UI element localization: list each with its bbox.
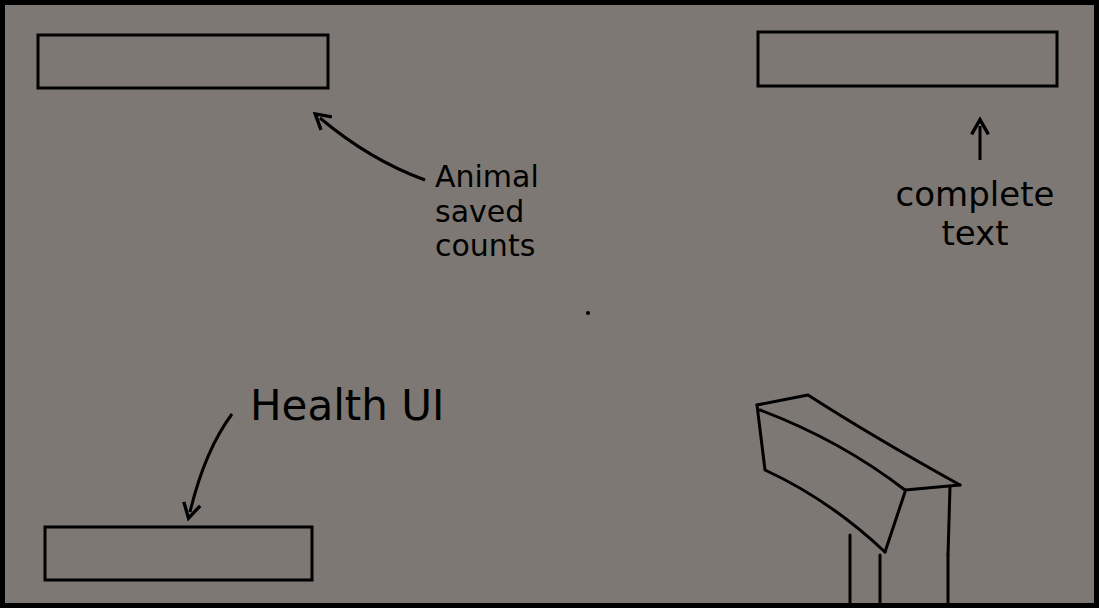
callout-note: Animal saved counts [435, 160, 595, 264]
leader-arrow [190, 414, 232, 512]
counter-panel [38, 35, 328, 88]
dot [586, 311, 590, 315]
weapon-sketch [757, 395, 960, 606]
leader-arrow [320, 118, 425, 180]
callout-note: complete text [875, 175, 1075, 253]
leader-arrow [979, 126, 982, 160]
health-panel [45, 527, 312, 580]
frame-border [3, 3, 1097, 606]
text-panel [758, 32, 1057, 86]
callout-note: Health UI [250, 382, 550, 430]
